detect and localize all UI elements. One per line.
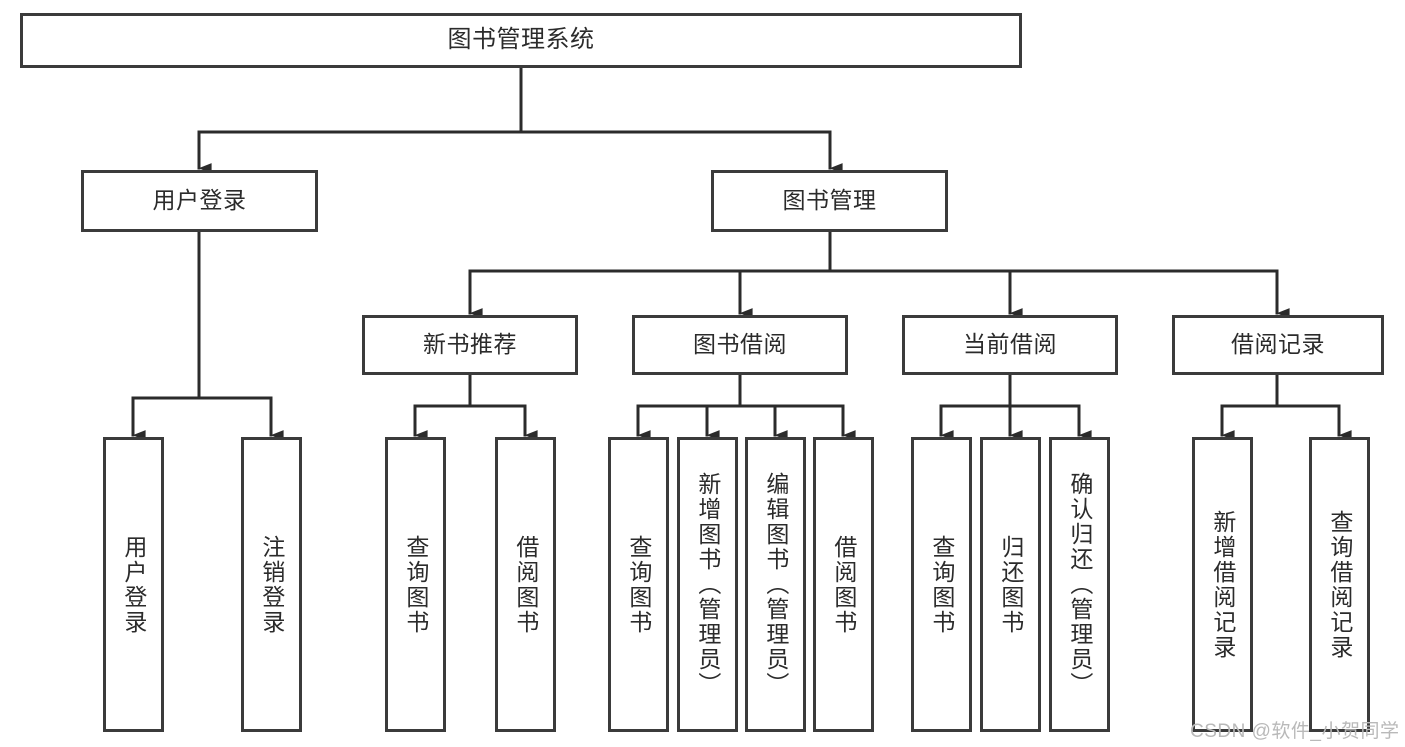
node-label: 借阅图书	[512, 534, 539, 635]
node-borrow-record[interactable]: 借阅记录	[1172, 315, 1384, 375]
node-new-book-recommend[interactable]: 新书推荐	[362, 315, 578, 375]
node-label: 编辑图书（管理员）	[762, 472, 789, 697]
node-label: 用户登录	[152, 187, 247, 214]
node-label: 查询图书	[402, 534, 429, 635]
leaf-edit-book-admin[interactable]: 编辑图书（管理员）	[745, 437, 806, 732]
leaf-query-book-recommend[interactable]: 查询图书	[385, 437, 446, 732]
leaf-logout[interactable]: 注销登录	[241, 437, 302, 732]
leaf-add-book-admin[interactable]: 新增图书（管理员）	[677, 437, 738, 732]
node-label: 查询图书	[928, 534, 955, 635]
watermark-text: CSDN @软件_小贺同学	[1190, 721, 1400, 742]
leaf-add-borrow-record[interactable]: 新增借阅记录	[1192, 437, 1253, 732]
node-root-book-management-system[interactable]: 图书管理系统	[20, 13, 1022, 68]
node-book-management[interactable]: 图书管理	[711, 170, 948, 232]
leaf-query-book-borrow[interactable]: 查询图书	[608, 437, 669, 732]
leaf-borrow-book[interactable]: 借阅图书	[813, 437, 874, 732]
node-label: 新增借阅记录	[1209, 509, 1236, 660]
leaf-query-book-current[interactable]: 查询图书	[911, 437, 972, 732]
node-current-borrow[interactable]: 当前借阅	[902, 315, 1118, 375]
node-label: 图书管理	[782, 187, 877, 214]
leaf-query-borrow-record[interactable]: 查询借阅记录	[1309, 437, 1370, 732]
node-label: 新增图书（管理员）	[694, 472, 721, 697]
leaf-borrow-book-recommend[interactable]: 借阅图书	[495, 437, 556, 732]
node-user-login[interactable]: 用户登录	[81, 170, 318, 232]
node-label: 注销登录	[258, 534, 285, 635]
node-label: 图书借阅	[693, 331, 787, 358]
node-label: 当前借阅	[963, 331, 1057, 358]
node-label: 新书推荐	[423, 331, 517, 358]
node-label: 用户登录	[120, 534, 147, 635]
leaf-user-login[interactable]: 用户登录	[103, 437, 164, 732]
node-label: 确认归还（管理员）	[1066, 472, 1093, 697]
node-label: 归还图书	[997, 534, 1024, 635]
node-label: 借阅图书	[830, 534, 857, 635]
node-label: 图书管理系统	[447, 26, 595, 54]
node-label: 查询图书	[625, 534, 652, 635]
leaf-return-book[interactable]: 归还图书	[980, 437, 1041, 732]
node-book-borrow[interactable]: 图书借阅	[632, 315, 848, 375]
leaf-confirm-return-admin[interactable]: 确认归还（管理员）	[1049, 437, 1110, 732]
node-label: 借阅记录	[1231, 331, 1325, 358]
node-label: 查询借阅记录	[1326, 509, 1353, 660]
